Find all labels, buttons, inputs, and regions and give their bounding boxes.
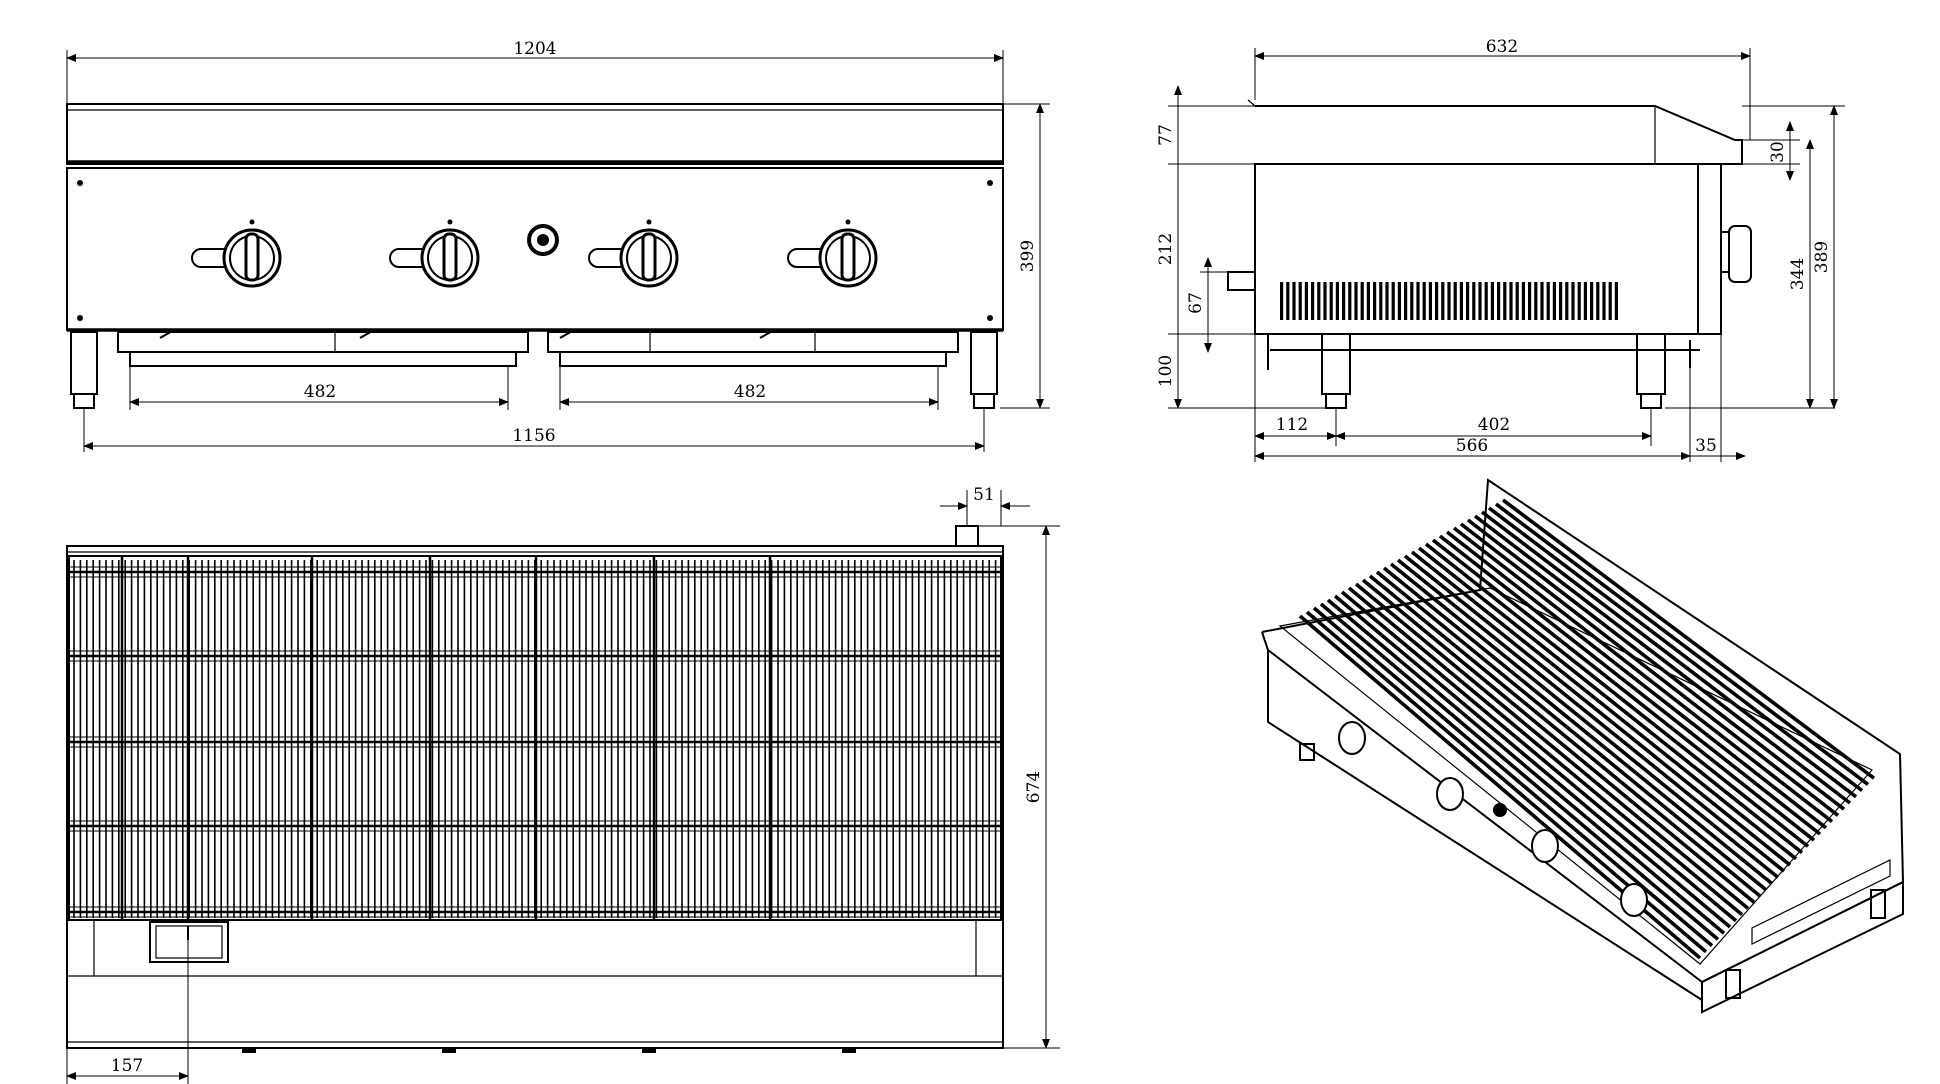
side-depth-label: 632 (1486, 37, 1518, 57)
top-gas-inlet-width-label: 51 (973, 485, 995, 505)
front-knob-4 (787, 219, 878, 288)
drip-tray-handle (149, 921, 229, 963)
body-to-floor-label: 344 (1788, 258, 1808, 290)
total-height-label: 389 (1812, 241, 1832, 273)
cooking-grate (69, 556, 1001, 920)
isometric-knobs (1338, 721, 1648, 917)
front-leg-offset-label: 112 (1276, 415, 1308, 435)
side-leg-spacing-label: 402 (1478, 415, 1510, 435)
front-height-label: 399 (1018, 240, 1038, 272)
top-dimensions: 674 51 157 (66, 485, 1060, 1084)
side-body-height-label: 212 (1156, 233, 1176, 265)
right-tray-width-label: 482 (734, 382, 766, 402)
front-legs (70, 331, 998, 409)
top-depth-label: 674 (1024, 771, 1044, 803)
isometric-grill-bars (1298, 498, 1876, 960)
top-gas-inlet (955, 525, 979, 547)
front-drip-trays (117, 329, 959, 367)
left-tray-width-label: 482 (304, 382, 336, 402)
front-knob-3 (588, 219, 679, 288)
side-view: 632 77 212 100 67 30 344 389 (1156, 37, 1845, 462)
side-legs (1321, 333, 1666, 409)
side-knob (1720, 225, 1752, 283)
gas-inlet-height-label: 67 (1186, 292, 1206, 314)
front-leg-spacing-label: 1156 (512, 426, 555, 446)
rear-offset-label: 35 (1695, 436, 1717, 456)
backsplash-height-label: 30 (1768, 141, 1788, 163)
top-feet-marks (242, 1048, 856, 1053)
front-dimensions: 1204 399 482 482 1156 (66, 39, 1050, 452)
top-view: 674 51 157 (66, 485, 1060, 1084)
gas-inlet (1227, 271, 1256, 291)
side-vent-slots (1280, 282, 1618, 320)
drip-tray-offset-label: 157 (111, 1056, 143, 1076)
side-leg-height-label: 100 (1156, 355, 1176, 387)
front-width-label: 1204 (513, 39, 556, 59)
front-knob-1 (191, 219, 282, 288)
igniter-button (527, 224, 559, 256)
front-knobs (191, 219, 878, 288)
front-knob-2 (389, 219, 480, 288)
base-depth-label: 566 (1456, 436, 1488, 456)
side-top-height-label: 77 (1156, 124, 1176, 146)
front-view: 1204 399 482 482 1156 (66, 39, 1050, 452)
isometric-legs (1299, 743, 1886, 999)
side-dimensions: 632 77 212 100 67 30 344 389 (1156, 37, 1845, 462)
isometric-view (1261, 478, 1905, 1014)
